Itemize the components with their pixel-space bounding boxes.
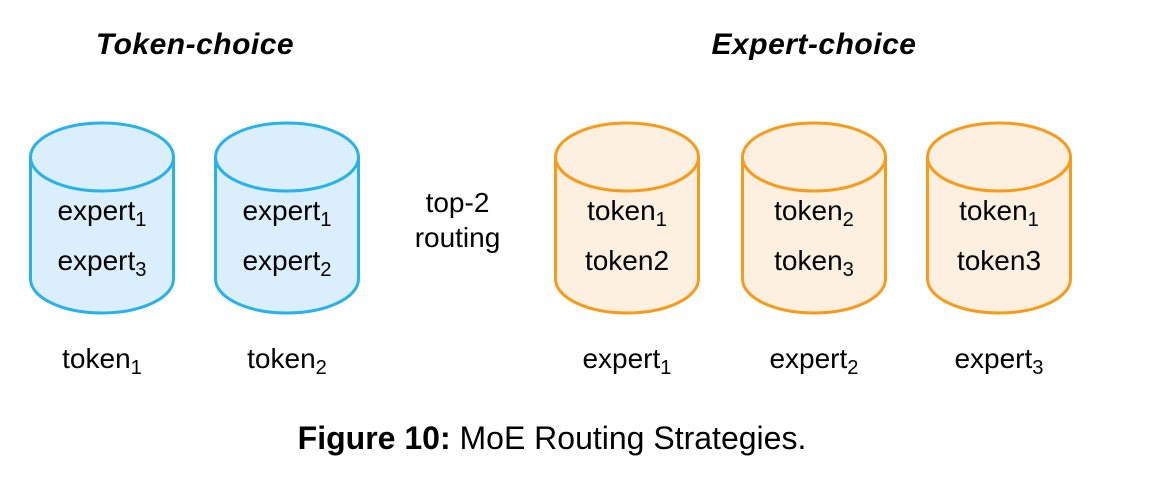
entry-base: expert xyxy=(242,245,321,276)
cylinder-entry: token2 xyxy=(553,236,701,286)
cylinder-entry: token2 xyxy=(740,186,888,236)
cylinder-entry: token3 xyxy=(740,236,888,286)
entry-base: token xyxy=(959,195,1028,226)
entry-base: token xyxy=(774,245,843,276)
entry-subscript: 2 xyxy=(842,208,854,231)
entry-base: token2 xyxy=(584,245,670,276)
cylinder-icon xyxy=(214,121,360,315)
cylinder-entry: expert1 xyxy=(213,186,361,236)
cylinder-contents: expert1 expert2 xyxy=(213,186,361,286)
routing-line-2: routing xyxy=(414,222,501,253)
label-base: expert xyxy=(582,343,661,374)
label-base: token xyxy=(62,343,131,374)
entry-subscript: 1 xyxy=(320,208,332,231)
label-subscript: 1 xyxy=(660,356,672,379)
cylinder-contents: token2 token3 xyxy=(740,186,888,286)
cylinder-contents: token1 token2 xyxy=(553,186,701,286)
entry-subscript: 2 xyxy=(320,258,332,281)
routing-line-1: top-2 xyxy=(425,187,490,218)
expert-choice-label-1: expert1 xyxy=(553,343,701,378)
entry-subscript: 3 xyxy=(842,258,854,281)
entry-subscript: 3 xyxy=(135,258,147,281)
cylinder-entry: expert3 xyxy=(28,236,176,286)
label-subscript: 3 xyxy=(1032,356,1044,379)
cylinder-entry: expert2 xyxy=(213,236,361,286)
figure-caption: Figure 10: MoE Routing Strategies. xyxy=(0,420,1104,457)
token-choice-cylinder-1: expert1 expert3 xyxy=(28,120,176,316)
cylinder-icon xyxy=(741,121,887,315)
cylinder-entry: expert1 xyxy=(28,186,176,236)
label-subscript: 2 xyxy=(315,356,327,379)
entry-base: expert xyxy=(57,245,136,276)
expert-choice-cylinder-2: token2 token3 xyxy=(740,120,888,316)
routing-note: top-2 routing xyxy=(385,185,530,255)
entry-base: token xyxy=(587,195,656,226)
entry-subscript: 1 xyxy=(1027,208,1039,231)
entry-subscript: 1 xyxy=(655,208,667,231)
cylinder-entry: token1 xyxy=(553,186,701,236)
figure-caption-number: Figure 10: xyxy=(297,420,451,456)
expert-choice-cylinder-1: token1 token2 xyxy=(553,120,701,316)
token-choice-label-1: token1 xyxy=(28,343,176,378)
token-choice-cylinder-2: expert1 expert2 xyxy=(213,120,361,316)
expert-choice-cylinder-3: token1 token3 xyxy=(925,120,1073,316)
label-base: token xyxy=(247,343,316,374)
label-subscript: 1 xyxy=(130,356,142,379)
cylinder-icon xyxy=(926,121,1072,315)
expert-choice-title: Expert-choice xyxy=(711,28,917,61)
entry-subscript: 1 xyxy=(135,208,147,231)
figure-caption-text: MoE Routing Strategies. xyxy=(459,420,807,456)
entry-base: expert xyxy=(242,195,321,226)
cylinder-icon xyxy=(554,121,700,315)
cylinder-entry: token3 xyxy=(925,236,1073,286)
cylinder-entry: token1 xyxy=(925,186,1073,236)
cylinder-contents: expert1 expert3 xyxy=(28,186,176,286)
entry-base: expert xyxy=(57,195,136,226)
token-choice-title: Token-choice xyxy=(95,28,295,61)
label-base: expert xyxy=(769,343,848,374)
expert-choice-label-2: expert2 xyxy=(740,343,888,378)
expert-choice-label-3: expert3 xyxy=(925,343,1073,378)
label-subscript: 2 xyxy=(847,356,859,379)
cylinder-icon xyxy=(29,121,175,315)
token-choice-label-2: token2 xyxy=(213,343,361,378)
entry-base: token3 xyxy=(956,245,1042,276)
label-base: expert xyxy=(954,343,1033,374)
entry-base: token xyxy=(774,195,843,226)
cylinder-contents: token1 token3 xyxy=(925,186,1073,286)
